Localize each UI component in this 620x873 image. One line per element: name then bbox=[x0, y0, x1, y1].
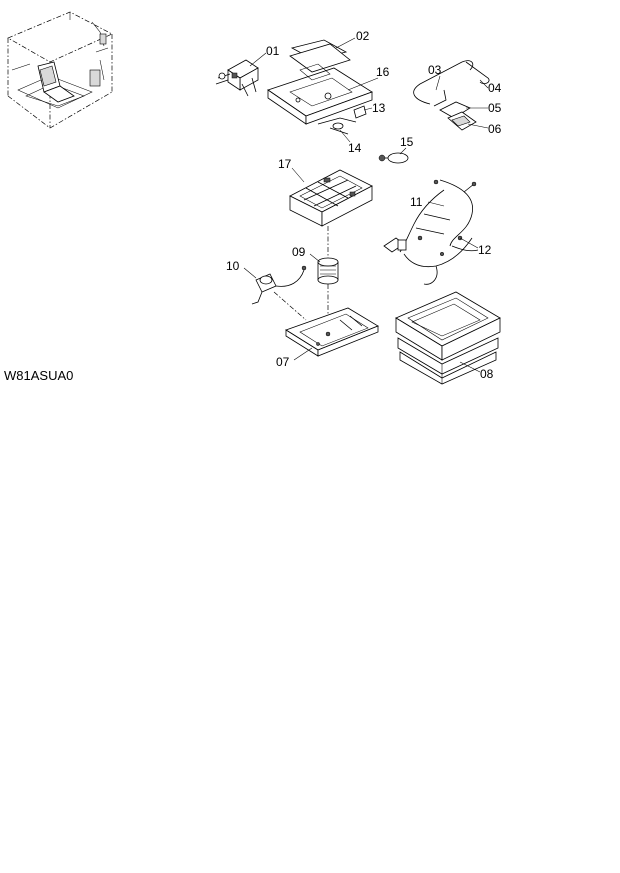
part-11-12-harness bbox=[383, 179, 479, 285]
callout-16: 16 bbox=[376, 65, 390, 79]
part-13-14-fasteners bbox=[317, 105, 367, 135]
callout-03: 03 bbox=[428, 63, 442, 77]
drawing-reference-code: W81ASUA0 bbox=[4, 368, 73, 383]
part-10-valve bbox=[251, 265, 307, 321]
callout-06: 06 bbox=[488, 122, 502, 136]
callout-02: 02 bbox=[356, 29, 370, 43]
callout-13: 13 bbox=[372, 101, 386, 115]
part-01-lever-assembly bbox=[215, 59, 259, 97]
callout-14: 14 bbox=[348, 141, 362, 155]
leader-lines bbox=[243, 37, 489, 373]
part-17-suspension-frame bbox=[289, 169, 373, 227]
callout-12: 12 bbox=[478, 243, 492, 257]
cab-overview-icon bbox=[7, 11, 113, 129]
callout-05: 05 bbox=[488, 101, 502, 115]
callout-11: 11 bbox=[410, 195, 423, 209]
callout-01: 01 bbox=[266, 44, 280, 58]
part-15-knob bbox=[378, 152, 409, 164]
callout-labels: 01 02 03 04 05 06 07 08 09 10 11 12 13 1… bbox=[226, 29, 502, 381]
part-05-06-handle bbox=[439, 101, 477, 131]
part-09-damper bbox=[317, 226, 339, 318]
callout-17: 17 bbox=[278, 157, 292, 171]
part-08-bellows bbox=[395, 291, 501, 385]
part-02-16-upper-plate bbox=[267, 39, 373, 125]
callout-04: 04 bbox=[488, 81, 502, 95]
part-07-base-plate bbox=[285, 307, 379, 357]
callout-09: 09 bbox=[292, 245, 306, 259]
callout-10: 10 bbox=[226, 259, 240, 273]
callout-08: 08 bbox=[480, 367, 494, 381]
callout-07: 07 bbox=[276, 355, 290, 369]
part-03-04-cable bbox=[413, 60, 490, 107]
callout-15: 15 bbox=[400, 135, 414, 149]
